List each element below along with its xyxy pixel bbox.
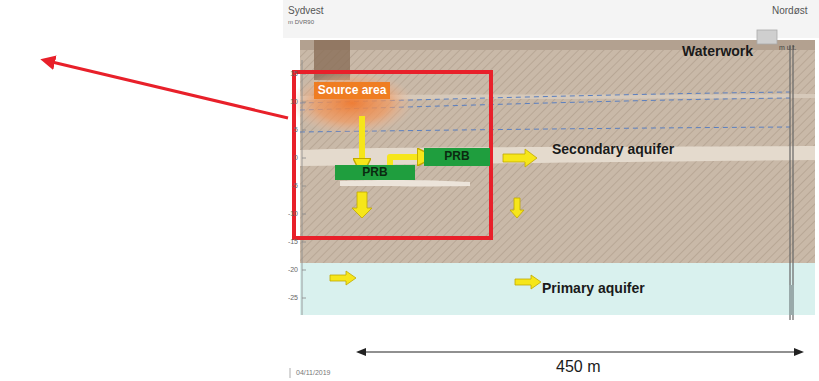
axis-value: -20: [288, 266, 298, 274]
axis-value: -15: [288, 238, 298, 246]
dimension-arrowhead: [794, 348, 804, 356]
waterwork-building: [757, 30, 777, 44]
annotation-label: m DVR90: [288, 19, 318, 26]
axis-tick: [302, 242, 306, 243]
dimension-line: [362, 351, 798, 352]
well-screen: [789, 285, 794, 315]
axis-tick: [302, 130, 306, 131]
sand-lens: [340, 180, 470, 187]
axis-tick: [302, 102, 306, 103]
axis-ticks: [302, 74, 306, 298]
dimension-arrowhead: [356, 348, 366, 356]
node-label: PRB: [362, 166, 387, 179]
annotation-label: 450 m: [556, 358, 600, 376]
axis-value: 5: [294, 126, 298, 134]
axis-tick: [302, 298, 306, 299]
axis-value: 15: [290, 70, 298, 78]
axis-value: -25: [288, 294, 298, 302]
source-area-cloud: Source area: [300, 78, 404, 130]
depth-axis: [302, 60, 303, 315]
axis-value: -10: [288, 210, 298, 218]
highlight-frame: [294, 72, 491, 238]
annotation-label: m u.t.: [779, 44, 797, 52]
annotation-label: Nordøst: [772, 5, 808, 16]
prb-barrier: PRB: [424, 148, 490, 166]
prb-barrier: PRB: [335, 165, 415, 180]
flow-connector: [359, 116, 365, 160]
axis-tick: [302, 158, 306, 159]
axis-tick: [302, 186, 306, 187]
annotation-label: Waterwork: [682, 44, 753, 59]
node-label: Source area: [314, 82, 391, 99]
well-pipe: [789, 45, 790, 320]
well-pipe: [792, 45, 793, 320]
axis-tick: [302, 214, 306, 215]
node-label: Primary aquifer: [542, 281, 645, 296]
axis-tick: [302, 270, 306, 271]
axis-value: 0: [294, 154, 298, 162]
annotation-label: Sydvest: [288, 5, 324, 16]
pointer-arrow: [52, 62, 288, 118]
aquifer-band: Primary aquifer: [300, 263, 815, 315]
contamination-cloud: [290, 71, 414, 135]
axis-value: -5: [292, 182, 298, 190]
footer-divider: [290, 368, 291, 378]
flow-connector: [390, 157, 419, 165]
annotation-label: Secondary aquifer: [552, 142, 674, 157]
annotation-label: 04/11/2019: [296, 369, 331, 377]
node-label: PRB: [444, 150, 469, 163]
flow-arrow: [330, 149, 541, 289]
header-strip: [283, 0, 819, 38]
primary-aquifer-ground: [300, 263, 815, 315]
axis-value: 10: [290, 98, 298, 106]
